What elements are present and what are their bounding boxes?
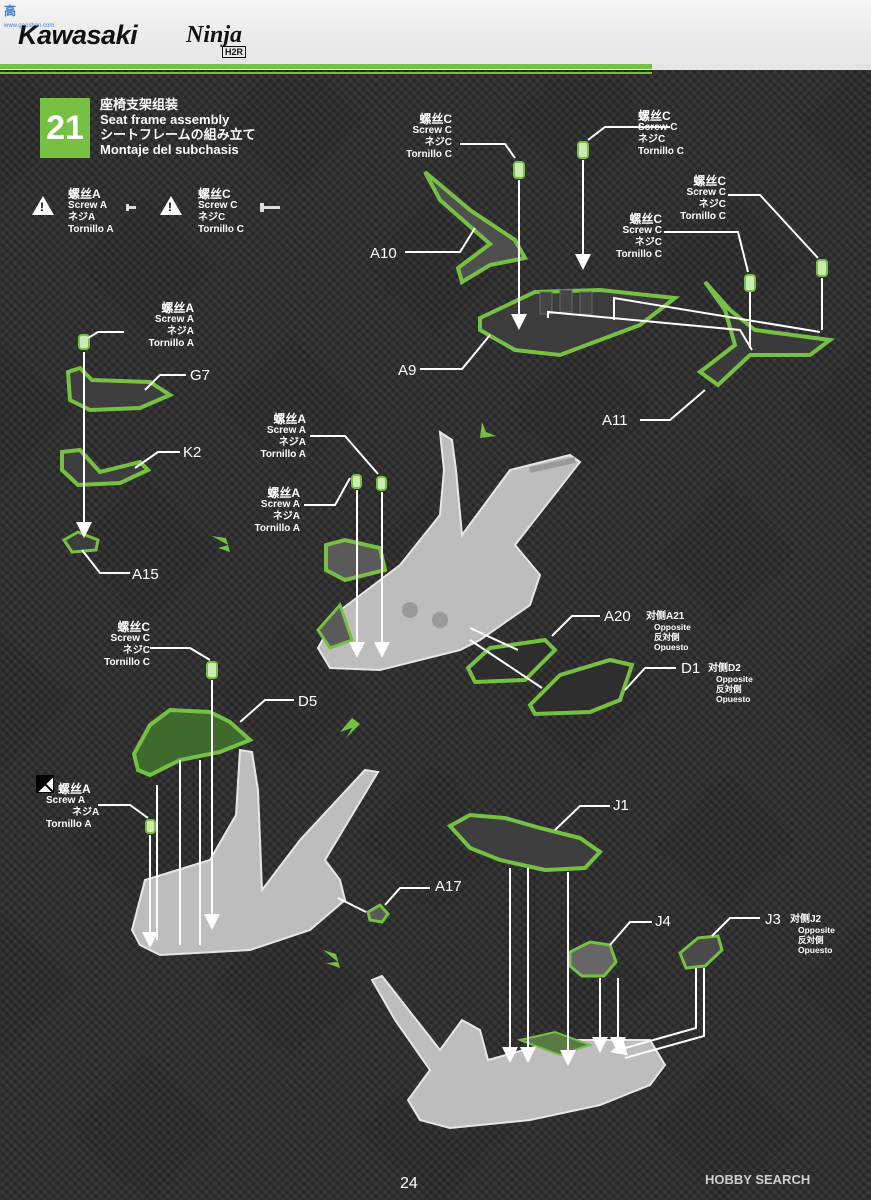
assembly-lines-lower-left [98,647,430,948]
part-label-a9: A9 [398,362,417,379]
callout-screw-a-3: 螺丝A Screw A ネジA Tornillo A [254,486,300,534]
opposite-note-a20: 对侧A21 Opposite 反対側 Opuesto [646,611,691,653]
screw-c-icon [206,661,218,679]
assembly-lines-left [76,331,186,574]
assembly-lines-middle [304,435,676,691]
opposite-note-j3: 对侧J2 Opposite 反対側 Opuesto [790,914,835,956]
header-band [0,0,871,70]
part-label-a17: A17 [435,878,462,895]
page-number: 24 [400,1175,418,1192]
part-a20 [465,637,558,685]
callout-screw-a-2: 螺丝A Screw A ネジA Tornillo A [260,412,306,460]
step-title-es: Montaje del subchasis [100,142,239,157]
opposite-note-d1: 对侧D2 Opposite 反対側 Opuesto [708,663,753,705]
part-d1 [527,657,635,717]
legend-screw-c: 螺丝C Screw C ネジC Tornillo C [198,187,244,235]
screw-a-icon [78,334,90,350]
step-title-ja: シートフレームの組み立て [100,127,256,142]
part-a9 [478,287,681,358]
assembly-lines-lower-right [502,805,760,1066]
header-rule-thin [0,72,652,74]
screw-c-icon [260,203,280,212]
screw-a-icon [145,819,156,834]
part-a15 [61,530,100,554]
part-a11 [696,280,836,388]
part-label-a20: A20 [604,608,631,625]
screw-c-icon [513,141,828,292]
watermark-logo: 高 [4,4,17,18]
callout-screw-a-4: 螺丝A Screw A ネジA Tornillo A [46,782,100,830]
callout-screw-c-3: 螺丝C Screw C ネジC Tornillo C [680,174,726,222]
callout-screw-c-1: 螺丝C Screw C ネジC Tornillo C [406,112,452,160]
assembly-lines-top [405,126,823,421]
part-label-a15: A15 [132,566,159,583]
header-rule [0,64,652,69]
part-label-g7: G7 [190,367,211,384]
part-seat-frame-gray [370,974,667,1130]
part-d5 [131,707,254,778]
part-j4 [568,940,618,978]
part-label-a10: A10 [370,245,397,262]
arrow-icon [212,418,500,968]
caution-icon: ! [32,196,54,215]
part-seat-frame-gray [130,748,380,957]
legend-screw-a: 螺丝A Screw A ネジA Tornillo A [68,187,114,235]
step-number: 21 [40,98,90,158]
watermark: HOBBY SEARCH [705,1172,811,1187]
callout-screw-c-5: 螺丝C Screw C ネジC Tornillo C [104,620,150,668]
brand-logo: Kawasaki [18,20,138,50]
part-j1 [446,812,604,873]
step-title-en: Seat frame assembly [100,112,230,127]
screw-a-icon [126,204,136,211]
watermark-url: www.gaoshon.com [4,23,55,29]
part-seat-frame-gray [316,429,582,672]
part-label-k2: K2 [183,444,202,461]
part-a17 [366,903,390,924]
part-a10 [423,170,529,286]
screw-a-icon [351,474,387,491]
model-logo: Ninja [186,22,243,48]
part-label-j3: J3 [765,911,781,928]
part-label-d1: D1 [681,660,701,677]
callout-screw-c-4: 螺丝C Screw C ネジC Tornillo C [616,212,662,260]
part-label-j4: J4 [655,913,671,930]
caution-icon: ! [160,196,182,215]
model-sub-logo: H2R [222,46,247,58]
step-title: 座椅支架组装 Seat frame assembly シートフレームの組み立て … [100,97,256,157]
unused-x-icon [36,775,54,793]
callout-screw-a-1: 螺丝A Screw A ネジA Tornillo A [148,301,194,349]
part-label-j1: J1 [613,797,629,814]
part-label-a11: A11 [602,412,628,429]
step-title-zh: 座椅支架组装 [100,97,179,112]
part-label-d5: D5 [298,693,318,710]
part-green-bracket [316,537,388,650]
part-j3 [678,934,724,970]
